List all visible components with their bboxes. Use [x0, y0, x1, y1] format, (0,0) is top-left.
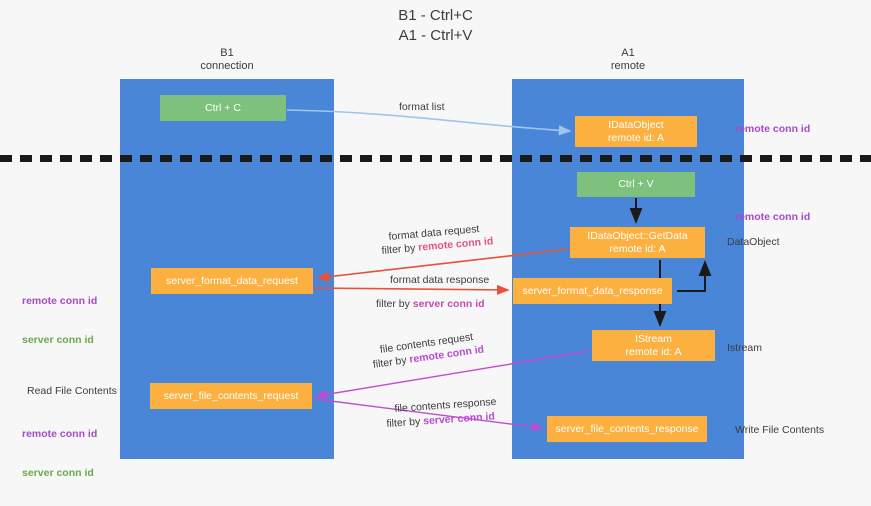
annotation-left-remote-conn-id-2: remote conn id: [22, 428, 98, 440]
edge-label-format-data-response: format data response: [390, 274, 490, 286]
annotation-remote-conn-id-mid: remote conn id: [735, 211, 811, 223]
node-getdata-title: IDataObject::GetData: [587, 229, 688, 242]
node-ctrl-c-label: Ctrl + C: [205, 101, 241, 114]
filter-prefix: filter by: [372, 353, 411, 371]
annotation-write-file-contents: Write File Contents: [735, 424, 825, 436]
node-server-file-contents-request-label: server_file_contents_request: [163, 389, 299, 402]
annotation-left-server-conn-id-1: server conn id: [22, 334, 94, 346]
node-server-file-contents-response[interactable]: server_file_contents_response: [547, 416, 707, 442]
node-idataobject-title: IDataObject: [608, 118, 664, 131]
node-idataobject[interactable]: IDataObject remote id: A: [575, 116, 697, 147]
node-istream-title: IStream: [635, 332, 672, 345]
filter-prefix: filter by: [376, 298, 413, 310]
column-header-a1: A1 remote: [610, 47, 646, 72]
node-server-format-data-response[interactable]: server_format_data_response: [513, 278, 672, 304]
annotation-dataobject: DataObject: [727, 236, 780, 248]
annotation-istream: Istream: [727, 342, 763, 354]
annotation-left-conn-ids-bottom: remote conn id server conn id: [22, 402, 97, 506]
phase-separator-divider: [0, 155, 871, 162]
annotation-left-server-conn-id-2: server conn id: [22, 467, 94, 479]
filter-key-server-conn-id: server conn id: [422, 410, 496, 428]
filter-prefix: filter by: [381, 241, 419, 257]
node-ctrl-v-label: Ctrl + V: [618, 178, 654, 190]
filter-key-server-conn-id: server conn id: [412, 298, 485, 310]
node-idataobject-subtitle: remote id: A: [607, 131, 665, 144]
annotation-remote-conn-id-top: remote conn id: [735, 123, 811, 135]
node-server-file-contents-request[interactable]: server_file_contents_request: [150, 383, 312, 409]
annotation-read-file-contents: Read File Contents: [27, 385, 117, 397]
annotation-left-conn-ids-top: remote conn id server conn id: [22, 269, 97, 373]
node-getdata-subtitle: remote id: A: [609, 242, 666, 255]
node-idataobject-getdata[interactable]: IDataObject::GetData remote id: A: [570, 227, 705, 258]
filter-prefix: filter by: [386, 415, 424, 430]
node-istream[interactable]: IStream remote id: A: [592, 330, 715, 361]
annotation-left-remote-conn-id-1: remote conn id: [22, 295, 98, 307]
column-header-b1: B1 connection: [200, 47, 254, 72]
edge-label-format-list: format list: [399, 101, 445, 113]
node-ctrl-c[interactable]: Ctrl + C: [160, 95, 286, 121]
arrow-format-data-response: [313, 284, 510, 296]
node-ctrl-v[interactable]: Ctrl + V: [577, 172, 695, 197]
node-server-file-contents-response-label: server_file_contents_response: [555, 422, 699, 435]
node-server-format-data-request-label: server_format_data_request: [166, 274, 298, 287]
node-server-format-data-response-label: server_format_data_response: [522, 284, 663, 297]
page-title: B1 - Ctrl+C A1 - Ctrl+V: [398, 7, 473, 44]
diagram-canvas: B1 - Ctrl+C A1 - Ctrl+V B1 connection A1…: [0, 7, 871, 479]
node-istream-subtitle: remote id: A: [625, 345, 682, 358]
edge-label-format-data-response-filter: filter by server conn id: [376, 298, 485, 311]
node-server-format-data-request[interactable]: server_format_data_request: [151, 268, 313, 294]
